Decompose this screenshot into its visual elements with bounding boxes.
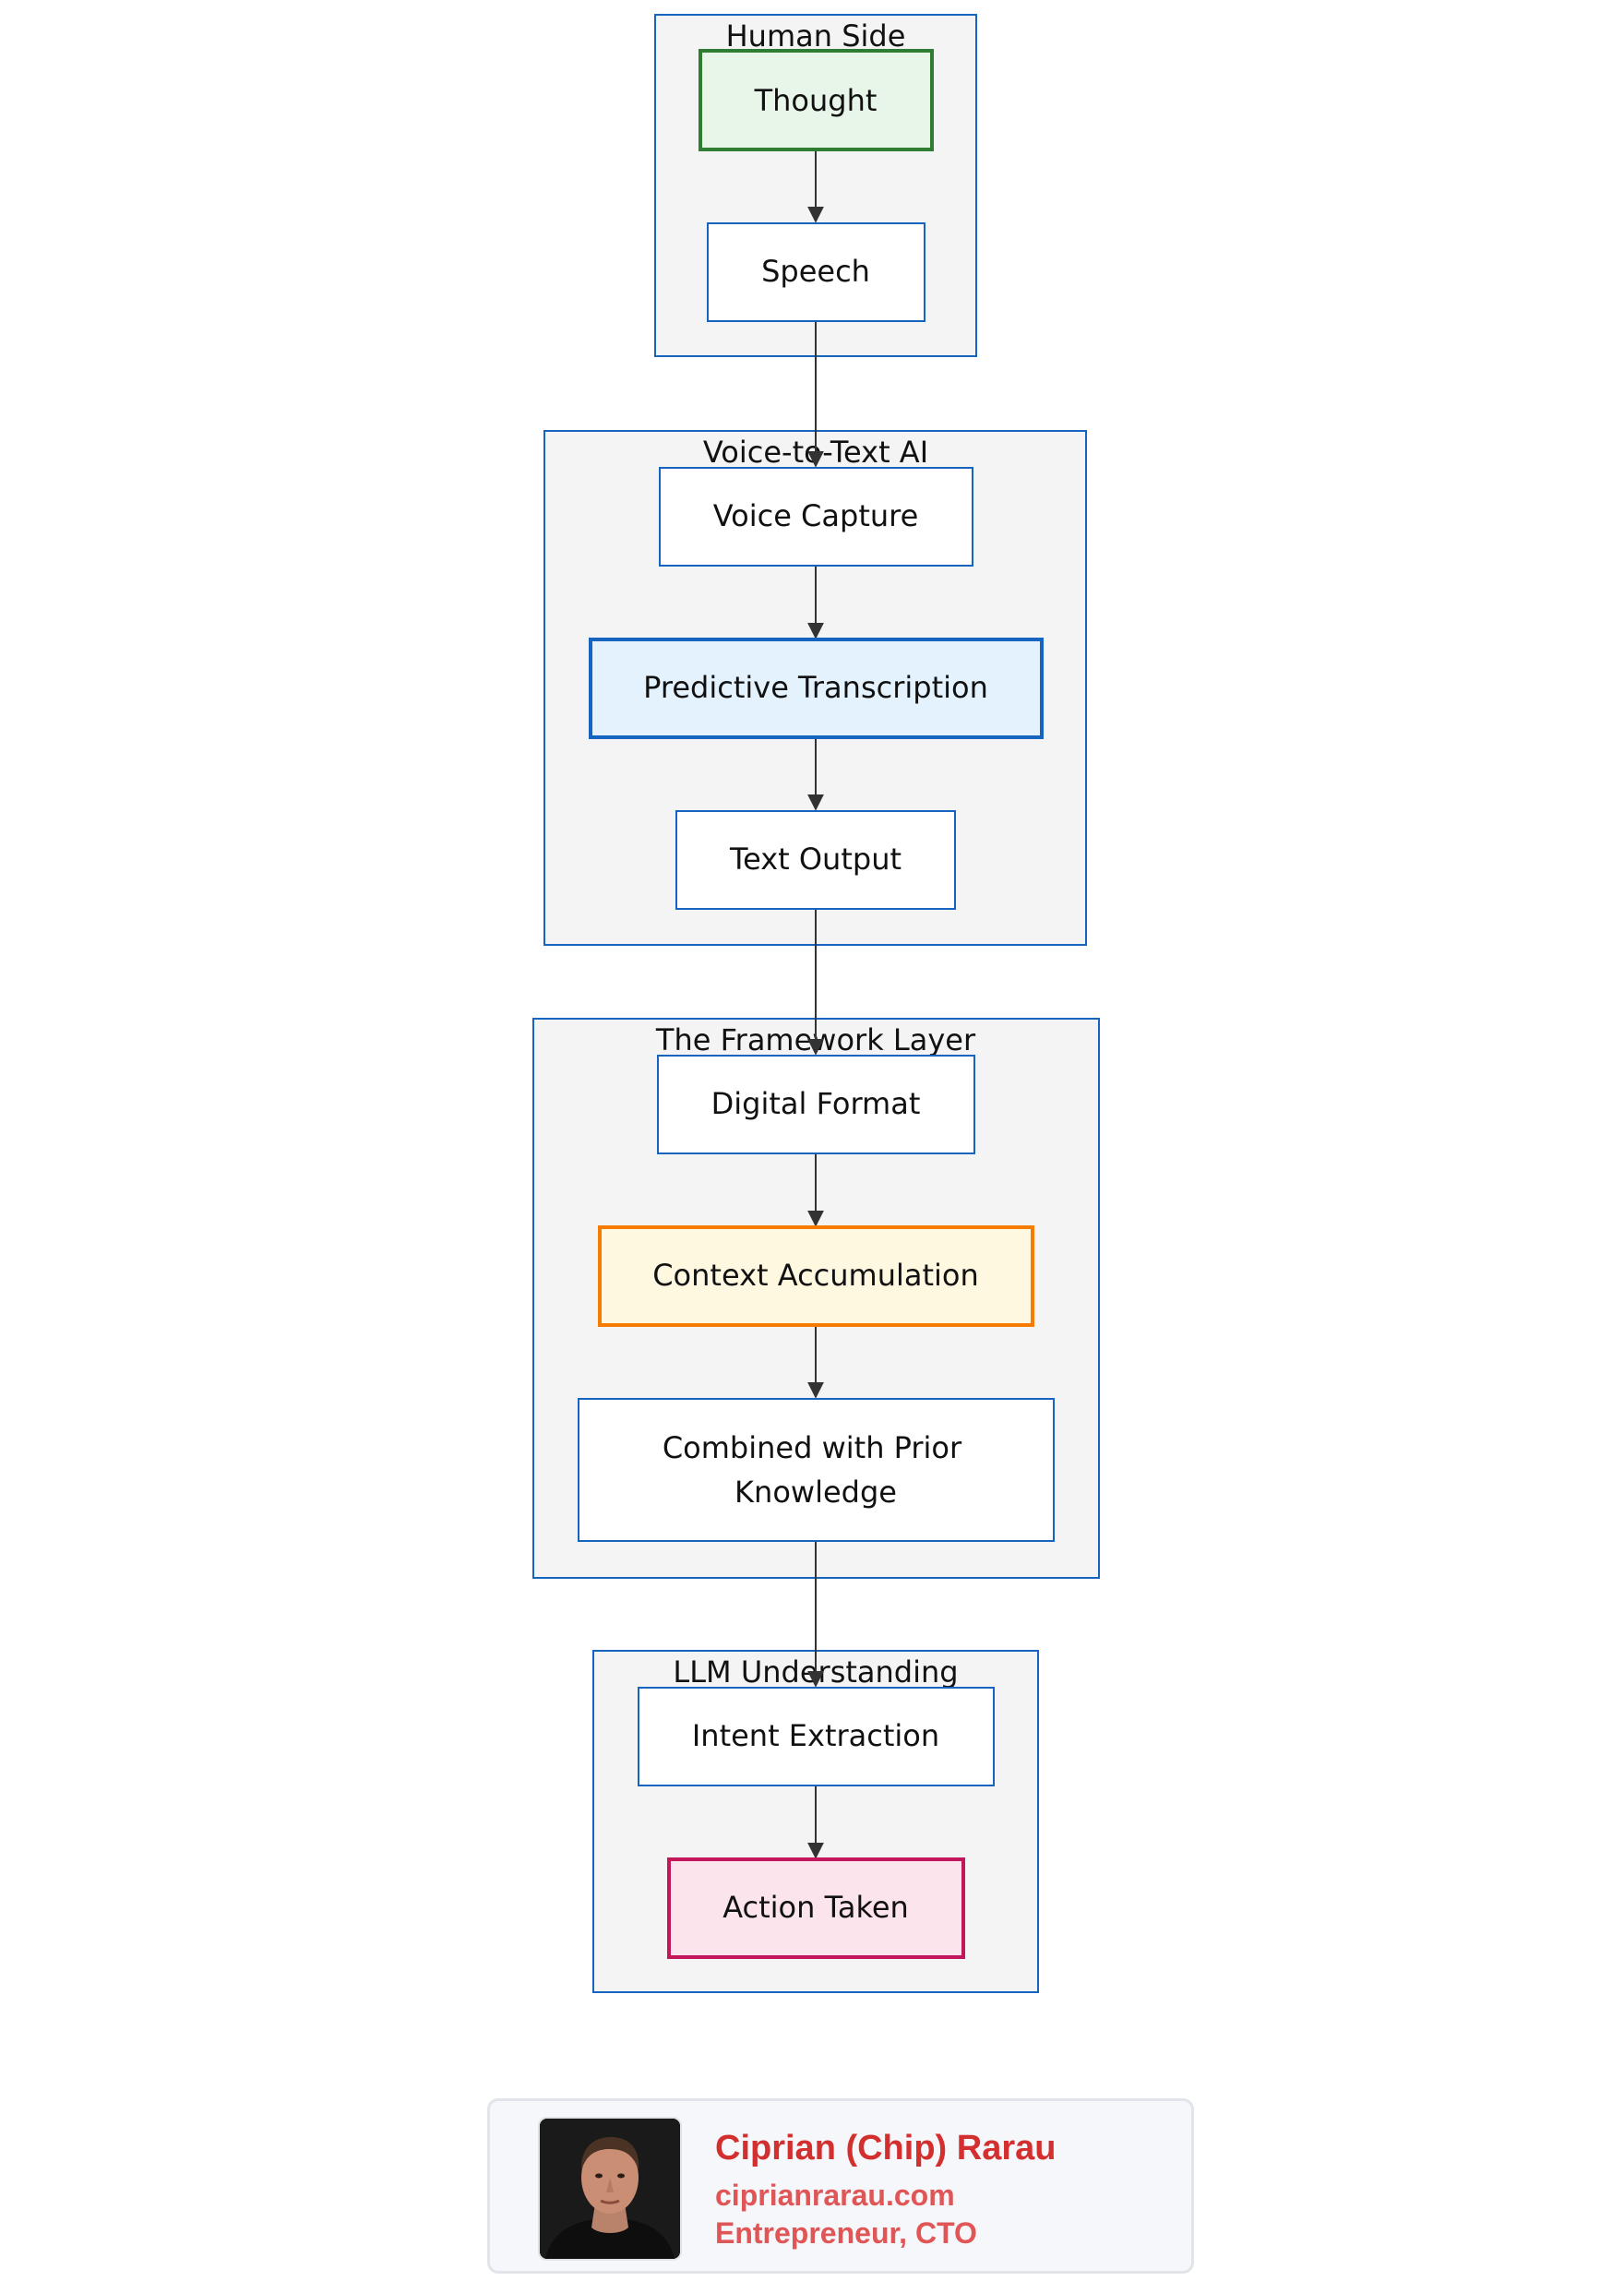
node-intent-extraction: Intent Extraction <box>638 1687 995 1786</box>
node-text-output: Text Output <box>675 810 956 910</box>
node-context-accumulation: Context Accumulation <box>598 1225 1034 1327</box>
node-label-intent-extraction: Intent Extraction <box>692 1718 939 1753</box>
node-label-context-accumulation: Context Accumulation <box>652 1258 979 1293</box>
group-title-human-side: Human Side <box>726 18 906 54</box>
author-role: Entrepreneur, CTO <box>715 2216 977 2250</box>
node-label-predictive-transcription: Predictive Transcription <box>643 670 988 705</box>
node-thought: Thought <box>699 49 934 151</box>
author-card: Ciprian (Chip) Rarau ciprianrarau.com En… <box>487 2098 1194 2274</box>
node-predictive-transcription: Predictive Transcription <box>589 638 1044 739</box>
node-label-speech: Speech <box>761 254 870 289</box>
node-combined-prior-knowledge: Combined with Prior Knowledge <box>578 1398 1055 1542</box>
node-label-combined-line2: Knowledge <box>734 1475 897 1510</box>
node-label-digital-format: Digital Format <box>711 1086 921 1121</box>
author-website-link[interactable]: ciprianrarau.com <box>715 2179 955 2212</box>
node-action-taken: Action Taken <box>667 1857 965 1959</box>
node-label-voice-capture: Voice Capture <box>713 498 919 533</box>
person-photo-icon <box>538 2117 682 2261</box>
node-voice-capture: Voice Capture <box>659 467 973 567</box>
node-label-thought: Thought <box>754 83 878 118</box>
node-digital-format: Digital Format <box>657 1055 975 1154</box>
node-speech: Speech <box>707 222 925 322</box>
node-label-text-output: Text Output <box>729 842 902 877</box>
author-name: Ciprian (Chip) Rarau <box>715 2129 1057 2168</box>
node-label-action-taken: Action Taken <box>722 1890 909 1925</box>
node-label-combined-line1: Combined with Prior <box>663 1430 962 1465</box>
